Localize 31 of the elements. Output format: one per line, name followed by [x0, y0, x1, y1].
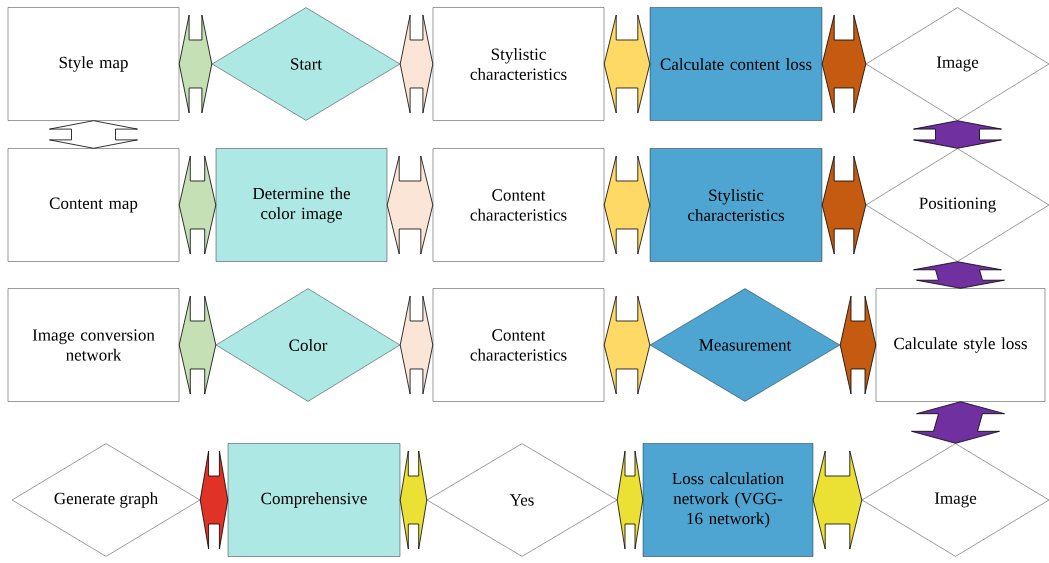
double-arrow	[199, 450, 229, 550]
double-arrow	[49, 120, 138, 149]
process-box: Content characteristics	[432, 288, 605, 402]
double-arrow	[911, 401, 1005, 444]
process-box: Calculate style loss	[875, 288, 1046, 402]
double-arrow	[603, 155, 651, 255]
double-arrow	[603, 295, 651, 395]
double-arrow	[386, 155, 434, 255]
process-box: Content characteristics	[432, 148, 605, 262]
double-arrow	[812, 450, 863, 550]
double-arrow	[821, 155, 867, 255]
process-box: Calculate content loss	[649, 7, 823, 121]
process-box: Stylistic characteristics	[432, 7, 605, 121]
double-arrow	[913, 261, 1005, 289]
double-arrow	[603, 14, 651, 114]
double-arrow	[913, 120, 1002, 149]
double-arrow	[616, 450, 644, 550]
double-arrow	[178, 295, 217, 395]
process-box: Image conversion network	[7, 288, 180, 402]
double-arrow	[399, 295, 434, 395]
double-arrow	[178, 155, 217, 255]
process-box: Determine the color image	[215, 148, 388, 262]
double-arrow	[821, 14, 867, 114]
double-arrow	[399, 450, 428, 550]
process-box: Style map	[7, 7, 180, 121]
process-box: Comprehensive	[227, 443, 401, 557]
process-box: Loss calculation network (VGG-16 network)	[642, 443, 814, 557]
process-box: Stylistic characteristics	[649, 148, 823, 262]
double-arrow	[178, 14, 213, 114]
process-box: Content map	[7, 148, 180, 262]
double-arrow	[399, 14, 434, 114]
